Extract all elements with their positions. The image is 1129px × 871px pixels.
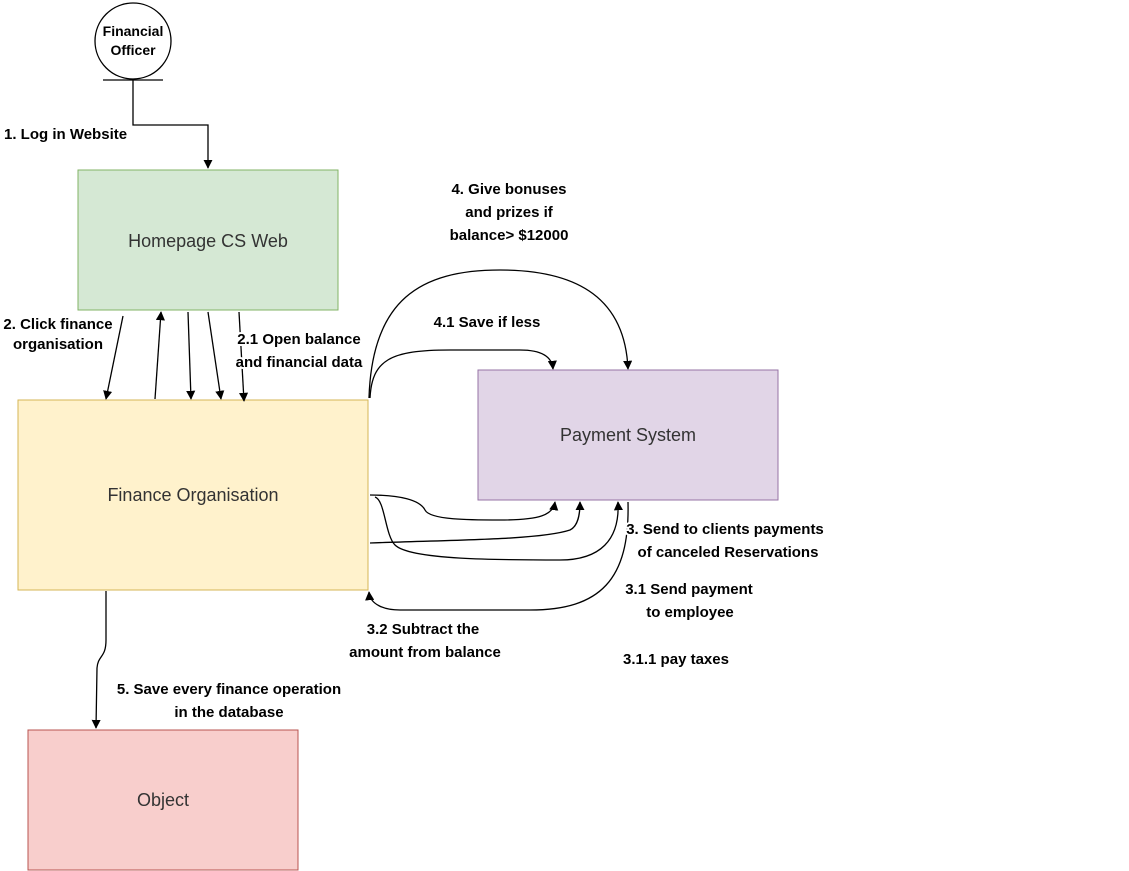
label-send-employee: 3.1 Send payment to employee xyxy=(623,579,755,621)
payment-system-node[interactable]: Payment System xyxy=(477,369,779,501)
actor-label-line1: Financial xyxy=(103,23,164,39)
label-click-finance-line2: organisation xyxy=(13,336,103,353)
label-click-finance: 2. Click finance organisation xyxy=(1,314,114,355)
object-node[interactable]: Object xyxy=(27,729,299,871)
actor-circle xyxy=(94,2,172,80)
edge-homepage-to-finance-1 xyxy=(103,315,124,400)
label-send-employee-line2: to employee xyxy=(646,604,734,621)
label-save-if-less: 4.1 Save if less xyxy=(434,314,541,331)
edge-finance-to-homepage xyxy=(154,311,165,400)
label-give-bonuses-line3: balance> $12000 xyxy=(450,227,569,244)
label-send-clients: 3. Send to clients payments of canceled … xyxy=(624,519,826,563)
edge-homepage-to-finance-3 xyxy=(207,311,225,400)
label-click-finance-line1: 2. Click finance xyxy=(3,316,112,333)
label-send-employee-line1: 3.1 Send payment xyxy=(625,581,753,598)
label-pay-taxes: 3.1.1 pay taxes xyxy=(623,651,729,668)
edge-login xyxy=(132,80,213,169)
actor-label-line2: Officer xyxy=(110,42,156,58)
object-label: Object xyxy=(137,790,189,810)
finance-organisation-box[interactable] xyxy=(17,399,369,591)
finance-organisation-node[interactable]: Finance Organisation xyxy=(17,399,369,591)
edge-homepage-to-finance-4 xyxy=(238,311,249,402)
label-give-bonuses-line2: and prizes if xyxy=(465,204,554,221)
payment-system-label: Payment System xyxy=(560,425,696,445)
label-open-balance-line2: and financial data xyxy=(236,354,363,371)
homepage-node[interactable]: Homepage CS Web xyxy=(77,169,339,311)
homepage-box[interactable] xyxy=(77,169,339,311)
object-box[interactable] xyxy=(27,729,299,871)
edge-save-if-less xyxy=(369,349,557,399)
finance-organisation-label: Finance Organisation xyxy=(107,485,278,505)
label-subtract: 3.2 Subtract the amount from balance xyxy=(349,621,501,661)
label-send-clients-line1: 3. Send to clients payments xyxy=(626,521,824,538)
edge-finance-to-payment-2 xyxy=(369,501,585,544)
edge-give-bonuses xyxy=(368,269,633,399)
label-give-bonuses: 4. Give bonuses and prizes if balance> $… xyxy=(450,181,569,244)
label-give-bonuses-line1: 4. Give bonuses xyxy=(451,181,566,198)
edge-finance-to-payment-3 xyxy=(374,496,623,561)
label-send-clients-line2: of canceled Reservations xyxy=(638,544,819,561)
edge-save-database xyxy=(91,591,107,729)
label-subtract-line2: amount from balance xyxy=(349,644,501,661)
payment-system-box[interactable] xyxy=(477,369,779,501)
label-save-database-line1: 5. Save every finance operation xyxy=(117,681,341,698)
label-login: 1. Log in Website xyxy=(4,126,127,143)
label-open-balance: 2.1 Open balance and financial data xyxy=(234,329,365,373)
label-subtract-line1: 3.2 Subtract the xyxy=(367,621,480,638)
edge-subtract-balance xyxy=(365,501,629,611)
label-open-balance-line1: 2.1 Open balance xyxy=(237,331,360,348)
edge-finance-to-payment-1 xyxy=(369,494,559,521)
homepage-label: Homepage CS Web xyxy=(128,231,288,251)
financial-officer-actor: Financial Officer xyxy=(94,2,172,81)
label-save-database-line2: in the database xyxy=(174,704,283,721)
edge-homepage-to-finance-2 xyxy=(186,311,196,400)
label-save-database: 5. Save every finance operation in the d… xyxy=(117,681,341,721)
